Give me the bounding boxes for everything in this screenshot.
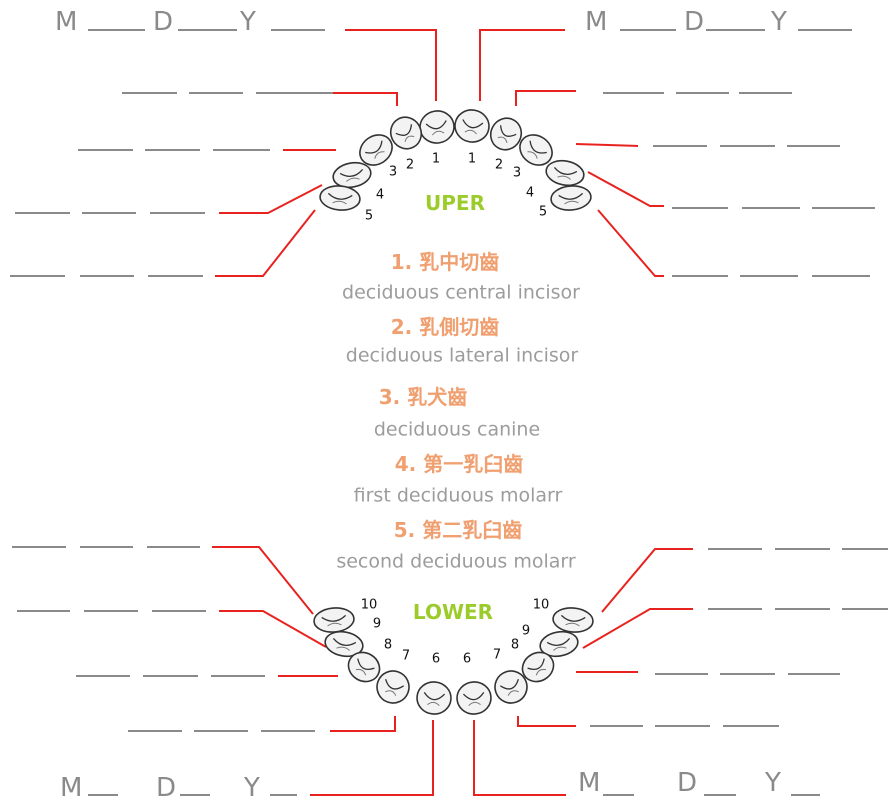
upper-left-tooth-number: 4 (375, 187, 385, 203)
upper-left-tooth-number: 2 (405, 157, 415, 173)
tooth (376, 670, 410, 704)
leader-line (601, 548, 693, 613)
upper-jaw-label: UPER (425, 191, 485, 215)
leader-line (212, 546, 314, 615)
leader-line (215, 209, 316, 277)
leader-line (219, 184, 323, 214)
tooth (545, 159, 585, 187)
top-left-year-letter: Y (240, 7, 256, 37)
tooth (454, 109, 490, 143)
leader-line (479, 29, 565, 101)
blank-lines (10, 29, 888, 796)
legend-english-name: deciduous canine (373, 418, 541, 441)
leader-line (330, 716, 396, 732)
lower-left-tooth-number: 9 (372, 616, 382, 632)
legend-english-name: second deciduous molarr (336, 550, 576, 573)
lower-jaw-label: LOWER (412, 600, 494, 624)
top-right-month-letter: M (585, 7, 608, 37)
top-right-year-letter: Y (771, 7, 787, 37)
tooth (419, 110, 455, 144)
leader-line (587, 171, 664, 207)
bottom-right-month-letter: M (578, 768, 601, 798)
leader-line (333, 92, 398, 106)
tooth (313, 607, 355, 633)
leader-line (310, 720, 434, 796)
lower-left-tooth-number: 8 (383, 637, 393, 653)
leader-line (575, 143, 639, 147)
upper-right-tooth-number: 1 (467, 151, 477, 167)
tooth (324, 630, 364, 658)
tooth (416, 681, 452, 715)
legend-english-name: deciduous central incisor (342, 281, 580, 304)
upper-right-tooth-number: 5 (538, 204, 548, 220)
leader-line (345, 29, 437, 101)
leader-line (473, 720, 566, 796)
upper-right-tooth-number: 4 (525, 185, 535, 201)
legend-chinese-name: 3. 乳犬齒 (378, 385, 468, 409)
leader-line (582, 608, 693, 649)
lower-right-tooth-number: 7 (492, 647, 502, 663)
leader-line (515, 90, 576, 106)
lower-left-tooth-number: 7 (401, 648, 411, 664)
tooth (347, 651, 381, 683)
tooth (332, 161, 372, 189)
lower-left-tooth-number: 10 (360, 597, 378, 613)
legend-chinese-name: 2. 乳側切齒 (390, 315, 500, 339)
top-left-month-letter: M (55, 7, 78, 37)
bottom-right-year-letter: Y (765, 768, 781, 798)
lower-right-tooth-number: 8 (510, 637, 520, 653)
legend-english-name: deciduous lateral incisor (345, 344, 579, 367)
lower-right-tooth-number: 9 (521, 623, 531, 639)
leader-line (219, 610, 327, 648)
leader-line (597, 209, 664, 277)
leader-line (517, 716, 576, 727)
lower-left-tooth-number: 6 (431, 651, 441, 667)
lower-right-tooth-number: 10 (532, 597, 550, 613)
bottom-left-month-letter: M (60, 773, 83, 803)
upper-right-tooth-number: 3 (512, 165, 522, 181)
tooth (539, 630, 579, 658)
top-right-day-letter: D (684, 7, 705, 37)
bottom-left-day-letter: D (156, 773, 177, 803)
upper-left-tooth-number: 5 (364, 208, 374, 224)
tooth (359, 134, 393, 166)
tooth (552, 607, 594, 633)
upper-left-tooth-number: 1 (431, 151, 441, 167)
tooth (456, 681, 492, 715)
tooth (521, 651, 555, 683)
bottom-left-year-letter: Y (244, 773, 260, 803)
upper-right-tooth-number: 2 (494, 157, 504, 173)
tooth (494, 670, 528, 704)
tooth (389, 116, 423, 150)
leader-lines (212, 29, 693, 796)
tooth (519, 134, 553, 166)
teeth (313, 109, 594, 715)
tooth (550, 185, 592, 211)
legend-chinese-name: 1. 乳中切齒 (390, 250, 500, 274)
tooth (319, 185, 361, 211)
tooth (489, 117, 523, 151)
legend-english-name: first deciduous molarr (353, 484, 563, 507)
top-left-day-letter: D (153, 7, 174, 37)
legend-chinese-name: 5. 第二乳臼齒 (393, 518, 523, 542)
upper-left-tooth-number: 3 (388, 164, 398, 180)
legend-chinese-name: 4. 第一乳臼齒 (394, 452, 524, 476)
bottom-right-day-letter: D (677, 768, 698, 798)
lower-right-tooth-number: 6 (462, 651, 472, 667)
